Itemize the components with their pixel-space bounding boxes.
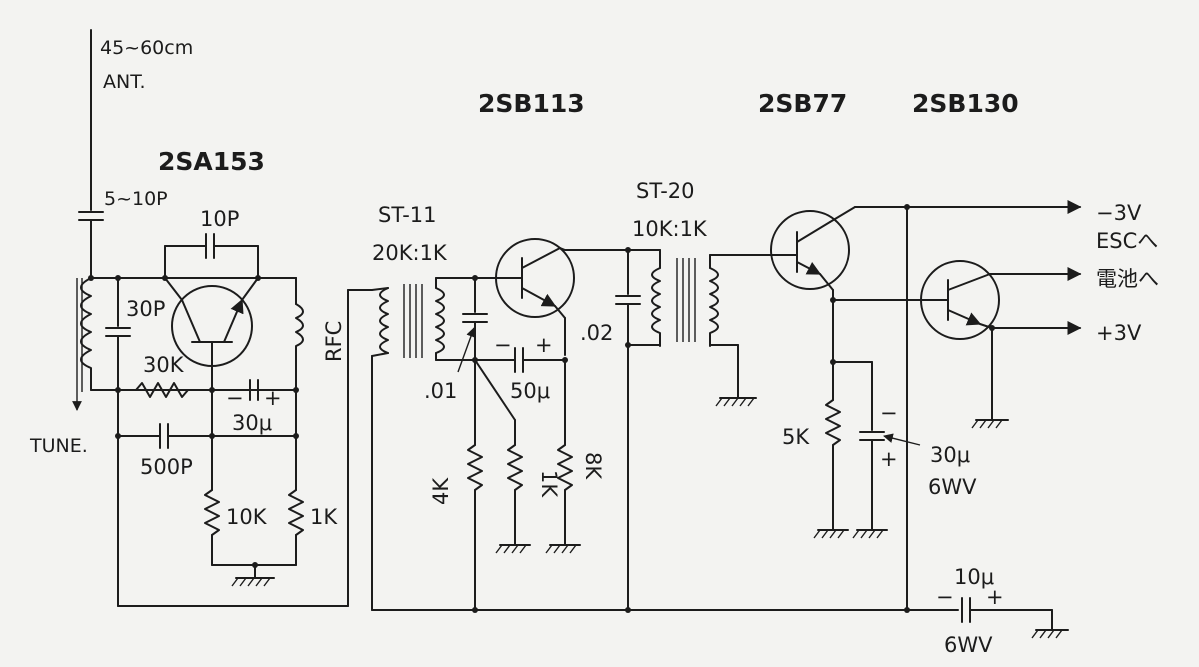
transistor-q2 bbox=[474, 238, 575, 318]
antenna-length-label: 45~60cm bbox=[100, 37, 193, 59]
capacitor-50u-plus: + bbox=[535, 333, 553, 357]
tuning-coil bbox=[72, 277, 92, 411]
resistor-1k-b bbox=[474, 359, 531, 554]
capacitor-02 bbox=[615, 249, 641, 611]
capacitor-30u-minus: − bbox=[226, 386, 244, 410]
output-battery-label: 電池へ bbox=[1096, 267, 1159, 291]
resistor-30k-label: 30K bbox=[143, 353, 185, 377]
capacitor-30u-6wv bbox=[852, 361, 921, 539]
capacitor-50u-minus: − bbox=[494, 333, 512, 357]
transformer-st20-ratio: 10K:1K bbox=[632, 217, 708, 241]
transistor-q3 bbox=[770, 206, 856, 291]
tune-label: TUNE. bbox=[29, 435, 88, 457]
capacitor-10p-label: 10P bbox=[200, 207, 239, 231]
capacitor-10u-minus: − bbox=[936, 585, 954, 609]
output-neg3v-label: −3V bbox=[1096, 201, 1142, 225]
capacitor-500p bbox=[117, 423, 213, 449]
transformer-st11 bbox=[371, 277, 476, 611]
capacitor-50u-label: 50μ bbox=[510, 379, 550, 403]
capacitor-30u-6wv-minus: − bbox=[880, 401, 898, 425]
capacitor-antenna bbox=[78, 211, 104, 279]
transformer-st11-ratio: 20K:1K bbox=[372, 241, 448, 265]
resistor-4k-label: 4K bbox=[429, 477, 453, 505]
resistor-10k-label: 10K bbox=[226, 505, 268, 529]
transistor-q1-label: 2SA153 bbox=[158, 147, 265, 176]
resistor-8k-label: 8K bbox=[581, 452, 605, 480]
resistor-8k bbox=[545, 359, 581, 554]
resistor-10k bbox=[204, 435, 220, 566]
inductor-rfc bbox=[257, 277, 304, 405]
transistor-q2-label: 2SB113 bbox=[478, 89, 585, 118]
capacitor-30u bbox=[211, 379, 297, 401]
capacitor-30u-plus: + bbox=[264, 386, 282, 410]
capacitor-500p-label: 500P bbox=[140, 455, 193, 479]
resistor-5k-label: 5K bbox=[782, 425, 810, 449]
capacitor-10u-label: 10μ bbox=[954, 565, 994, 589]
transistor-q4 bbox=[920, 260, 1000, 340]
resistor-1k-b-label: 1K bbox=[537, 470, 561, 498]
transformer-st11-name: ST-11 bbox=[378, 203, 437, 227]
output-esc-label: ESCへ bbox=[1096, 229, 1158, 253]
ground-q4 bbox=[971, 327, 1009, 429]
capacitor-50u bbox=[514, 347, 524, 373]
capacitor-30u-6wv-label: 30μ bbox=[930, 443, 970, 467]
capacitor-10u-rating: 6WV bbox=[944, 633, 993, 657]
capacitor-01-label: .01 bbox=[424, 379, 457, 403]
capacitor-30p bbox=[105, 277, 131, 391]
capacitor-10u-plus: + bbox=[986, 585, 1004, 609]
transistor-q4-label: 2SB130 bbox=[912, 89, 1019, 118]
ground-q1 bbox=[231, 564, 275, 587]
capacitor-10p bbox=[164, 233, 259, 279]
inductor-rfc-label: RFC bbox=[322, 321, 346, 362]
capacitor-30u-label: 30μ bbox=[232, 411, 272, 435]
transistor-q3-label: 2SB77 bbox=[758, 89, 847, 118]
capacitor-30u-6wv-rating: 6WV bbox=[928, 475, 977, 499]
transformer-st20-name: ST-20 bbox=[636, 179, 695, 203]
resistor-1k-a-label: 1K bbox=[310, 505, 338, 529]
capacitor-10u bbox=[961, 597, 1069, 639]
capacitor-01 bbox=[457, 277, 488, 373]
resistor-4k bbox=[467, 359, 483, 611]
resistor-30k bbox=[135, 382, 189, 398]
capacitor-30p-label: 30P bbox=[126, 297, 165, 321]
output-pos3v-label: +3V bbox=[1096, 321, 1142, 345]
capacitor-antenna-label: 5~10P bbox=[104, 188, 168, 210]
transformer-st20 bbox=[627, 249, 779, 407]
resistor-5k bbox=[813, 399, 849, 539]
capacitor-02-label: .02 bbox=[580, 321, 613, 345]
capacitor-30u-6wv-plus: + bbox=[880, 447, 898, 471]
antenna-label: ANT. bbox=[103, 71, 146, 93]
